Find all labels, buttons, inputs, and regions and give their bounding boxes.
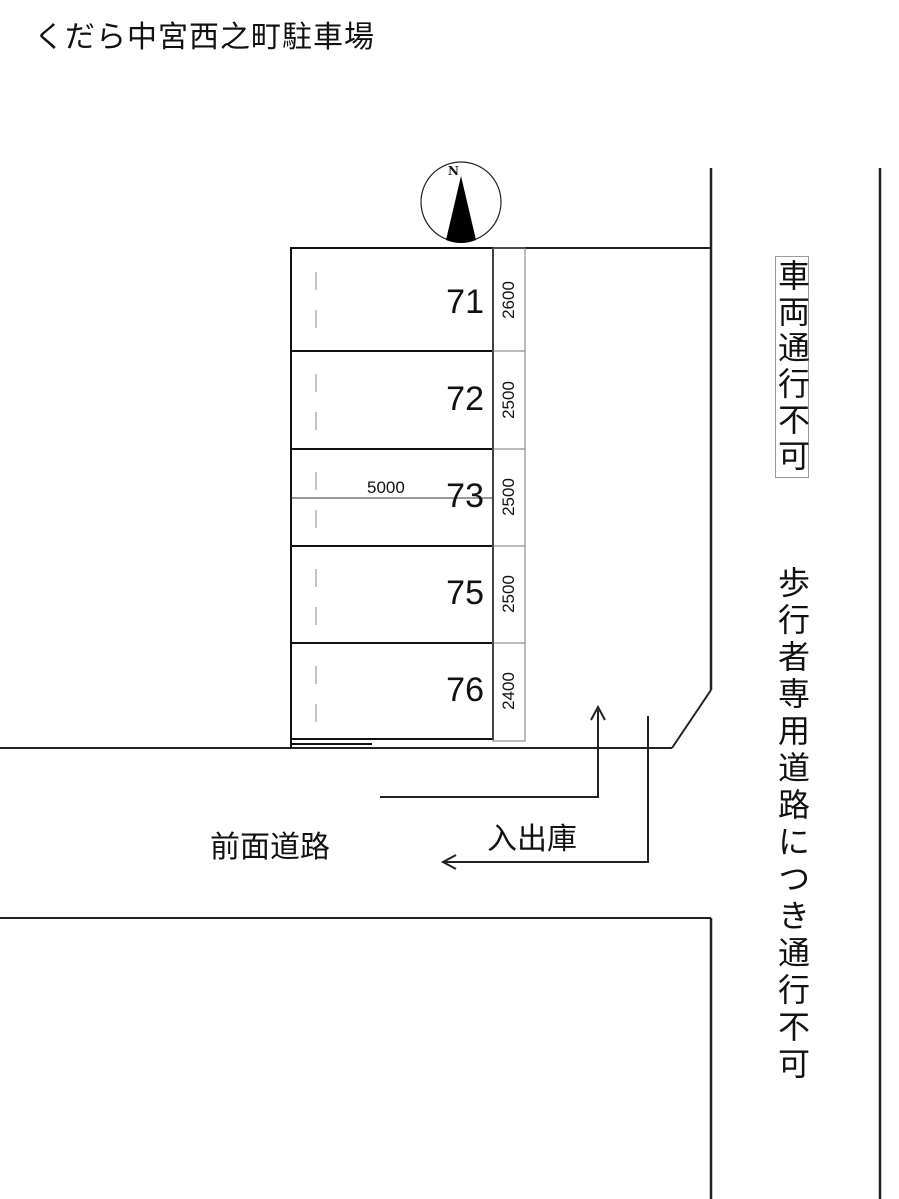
stall-width-76: 2400 xyxy=(499,672,518,710)
exit-arrow-icon xyxy=(440,716,649,870)
stall-depth-dimension: 5000 xyxy=(367,478,405,497)
corner-chamfer xyxy=(671,689,712,749)
pedestrian-only-notice: 歩行者専用道路につき通行不可 xyxy=(773,566,811,1084)
stall-number-75: 75 xyxy=(446,574,484,612)
compass-north-label: N xyxy=(448,164,459,178)
stall-width-75: 2500 xyxy=(499,575,518,613)
stall-number-71: 71 xyxy=(446,283,484,321)
entry-arrow-icon xyxy=(380,704,606,798)
stall-width-73: 2500 xyxy=(499,478,518,516)
stall-number-76: 76 xyxy=(446,671,484,709)
north-compass-icon xyxy=(420,161,502,243)
stall-number-73: 73 xyxy=(446,477,484,515)
stall-number-72: 72 xyxy=(446,380,484,418)
stall-width-72: 2500 xyxy=(499,381,518,419)
page-title: くだら中宮西之町駐車場 xyxy=(34,20,375,55)
entry-exit-label: 入出庫 xyxy=(487,822,577,857)
stall-width-71: 2600 xyxy=(499,281,518,319)
stall-block xyxy=(290,247,526,748)
front-road-label: 前面道路 xyxy=(210,830,330,865)
no-vehicle-access-notice: 車両通行不可 xyxy=(773,256,811,478)
